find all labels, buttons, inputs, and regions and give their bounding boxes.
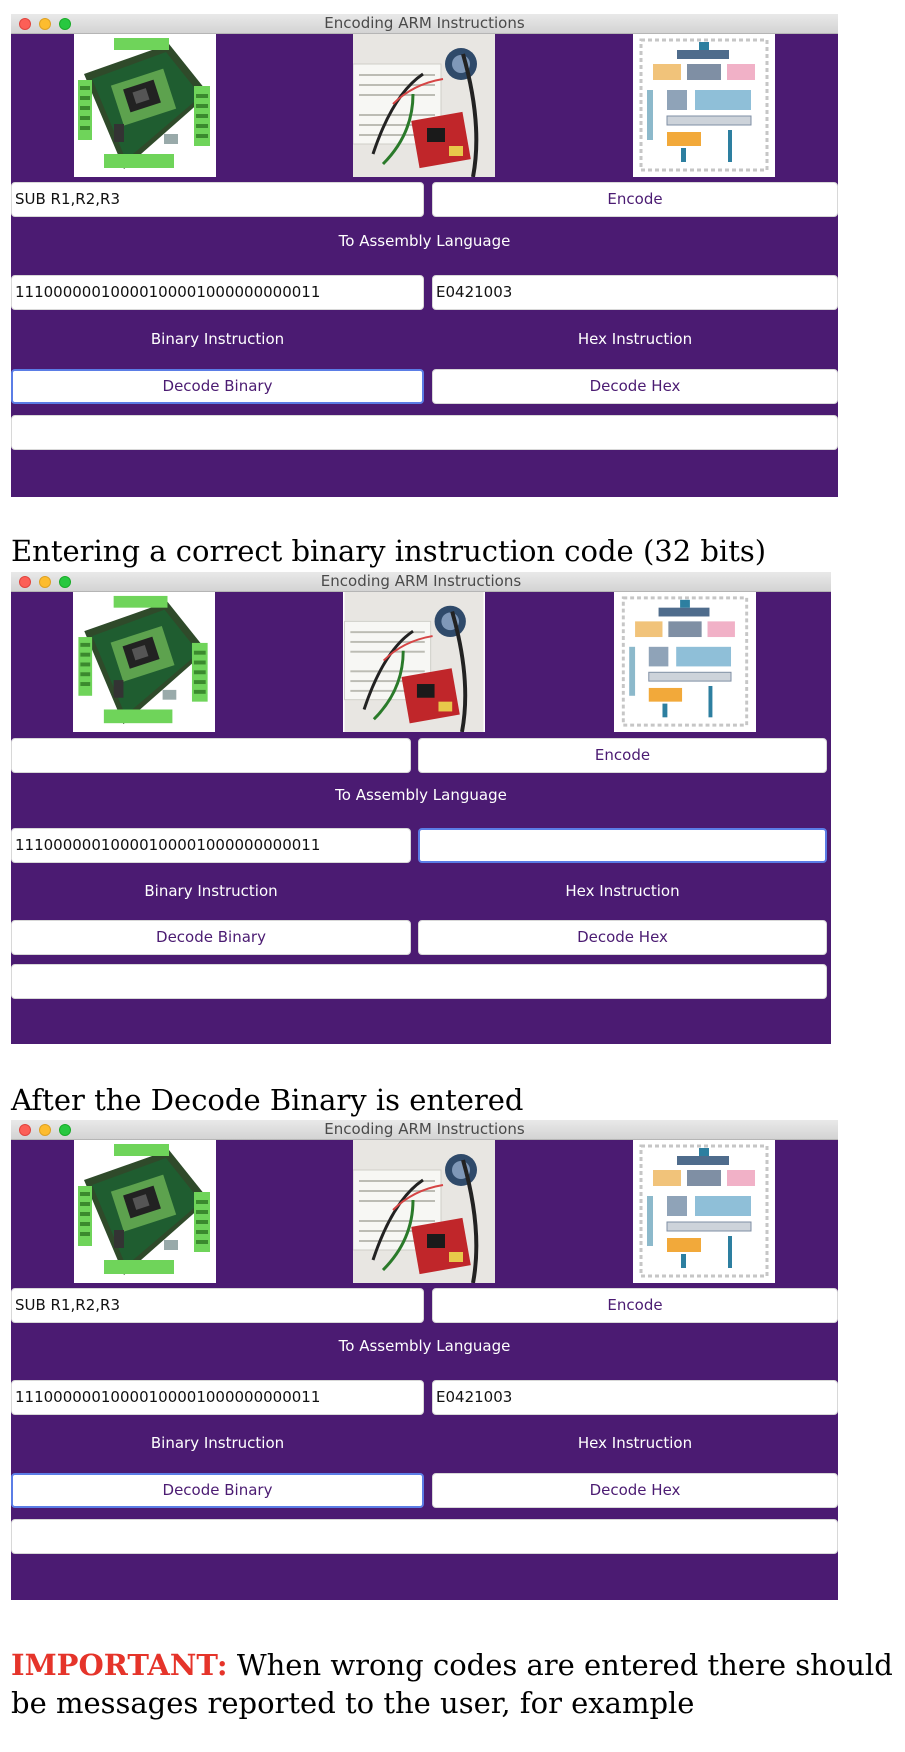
window-controls	[19, 1124, 71, 1136]
app-window-3: Encoding ARM Instructions SUB R1,R2,R3 E…	[11, 1120, 838, 1600]
binary-input[interactable]: 11100000010000100001000000000011	[11, 275, 424, 310]
encode-button[interactable]: Encode	[432, 1288, 838, 1323]
hex-input[interactable]: E0421003	[432, 1380, 838, 1415]
window-title: Encoding ARM Instructions	[324, 1120, 525, 1138]
assembly-input[interactable]: SUB R1,R2,R3	[11, 1288, 424, 1323]
title-bar: Encoding ARM Instructions	[11, 1120, 838, 1140]
encode-button[interactable]: Encode	[418, 738, 827, 773]
decode-binary-button[interactable]: Decode Binary	[11, 920, 411, 955]
hex-input[interactable]: E0421003	[432, 275, 838, 310]
binary-input[interactable]: 11100000010000100001000000000011	[11, 1380, 424, 1415]
close-window-icon[interactable]	[19, 18, 31, 30]
arm-diagram-image	[633, 34, 775, 177]
to-assembly-label: To Assembly Language	[335, 786, 507, 804]
zoom-window-icon[interactable]	[59, 1124, 71, 1136]
hex-instruction-label: Hex Instruction	[565, 882, 680, 900]
window-title: Encoding ARM Instructions	[324, 14, 525, 32]
decode-binary-button[interactable]: Decode Binary	[11, 1473, 424, 1508]
arm-diagram-image	[614, 592, 756, 732]
window-content: SUB R1,R2,R3 Encode To Assembly Language…	[11, 1140, 838, 1600]
output-field[interactable]	[11, 964, 827, 999]
window-content: SUB R1,R2,R3 Encode To Assembly Language…	[11, 34, 838, 497]
decode-binary-button[interactable]: Decode Binary	[11, 369, 424, 404]
zoom-window-icon[interactable]	[59, 576, 71, 588]
window-title: Encoding ARM Instructions	[320, 572, 522, 590]
breadboard-image	[343, 592, 485, 732]
minimize-window-icon[interactable]	[39, 576, 51, 588]
decode-hex-button[interactable]: Decode Hex	[432, 1473, 838, 1508]
binary-instruction-label: Binary Instruction	[150, 330, 285, 348]
caption-after-decode: After the Decode Binary is entered	[11, 1083, 524, 1117]
minimize-window-icon[interactable]	[39, 18, 51, 30]
decode-hex-button[interactable]: Decode Hex	[432, 369, 838, 404]
to-assembly-label: To Assembly Language	[338, 1337, 511, 1355]
important-label: IMPORTANT:	[11, 1648, 228, 1682]
title-bar: Encoding ARM Instructions	[11, 572, 831, 592]
board-image	[74, 1140, 216, 1283]
important-note: IMPORTANT: When wrong codes are entered …	[11, 1646, 901, 1722]
to-assembly-label: To Assembly Language	[338, 232, 511, 250]
breadboard-image	[353, 1140, 495, 1283]
output-field[interactable]	[11, 415, 838, 450]
assembly-input[interactable]: SUB R1,R2,R3	[11, 182, 424, 217]
arm-diagram-image	[633, 1140, 775, 1283]
app-window-2: Encoding ARM Instructions Encode To Asse…	[11, 572, 831, 1044]
board-image	[73, 592, 215, 732]
caption-correct-binary: Entering a correct binary instruction co…	[11, 534, 767, 568]
encode-button[interactable]: Encode	[432, 182, 838, 217]
binary-input[interactable]: 11100000010000100001000000000011	[11, 828, 411, 863]
title-bar: Encoding ARM Instructions	[11, 14, 838, 34]
output-field[interactable]	[11, 1519, 838, 1554]
minimize-window-icon[interactable]	[39, 1124, 51, 1136]
hex-instruction-label: Hex Instruction	[577, 1434, 693, 1452]
hex-input[interactable]	[418, 828, 827, 863]
window-content: Encode To Assembly Language 111000000100…	[11, 592, 831, 1044]
zoom-window-icon[interactable]	[59, 18, 71, 30]
decode-hex-button[interactable]: Decode Hex	[418, 920, 827, 955]
close-window-icon[interactable]	[19, 1124, 31, 1136]
window-controls	[19, 18, 71, 30]
breadboard-image	[353, 34, 495, 177]
important-text: When wrong codes are entered there shoul…	[11, 1648, 893, 1720]
assembly-input[interactable]	[11, 738, 411, 773]
board-image	[74, 34, 216, 177]
binary-instruction-label: Binary Instruction	[144, 882, 278, 900]
app-window-1: Encoding ARM Instructions SUB R1,R2,R3 E…	[11, 14, 838, 497]
window-controls	[19, 576, 71, 588]
close-window-icon[interactable]	[19, 576, 31, 588]
hex-instruction-label: Hex Instruction	[577, 330, 693, 348]
binary-instruction-label: Binary Instruction	[150, 1434, 285, 1452]
